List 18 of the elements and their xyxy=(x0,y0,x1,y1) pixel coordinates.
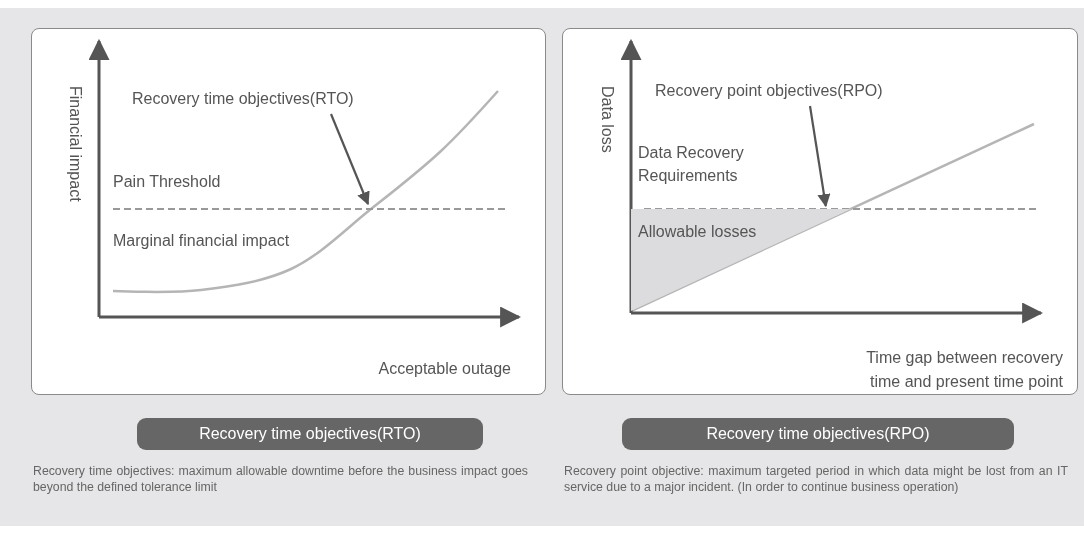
area-label: Allowable losses xyxy=(638,222,757,242)
title-banner: Recovery time objectives(RPO) xyxy=(622,418,1014,450)
arrow xyxy=(330,113,370,206)
chart-label: Data Recovery Requirements xyxy=(638,143,745,186)
annotation-text: Recovery time objectives(RTO) xyxy=(132,89,382,111)
axis-label: Financial impact xyxy=(66,86,85,202)
arrow xyxy=(808,105,831,208)
description-text: Recovery time objectives: maximum allowable downtime before the business impact goes beyond the defined tolerance limit xyxy=(33,463,528,495)
chart-label: Pain Threshold xyxy=(113,172,222,192)
annotation-text: Recovery point objectives(RPO) xyxy=(655,81,915,103)
axis-label: Time gap between recovery time and present time point xyxy=(865,348,1063,392)
axis-label: Data loss xyxy=(598,86,617,153)
chart-panel xyxy=(31,28,546,395)
chart-label: Marginal financial impact xyxy=(113,231,291,251)
description-text: Recovery point objective: maximum targeted period in which data might be lost from an IT service due to a major incident. (In order to continue business operation) xyxy=(564,463,1068,495)
title-banner: Recovery time objectives(RTO) xyxy=(137,418,483,450)
axis-label: Acceptable outage xyxy=(377,359,511,379)
chart-panel xyxy=(562,28,1078,395)
